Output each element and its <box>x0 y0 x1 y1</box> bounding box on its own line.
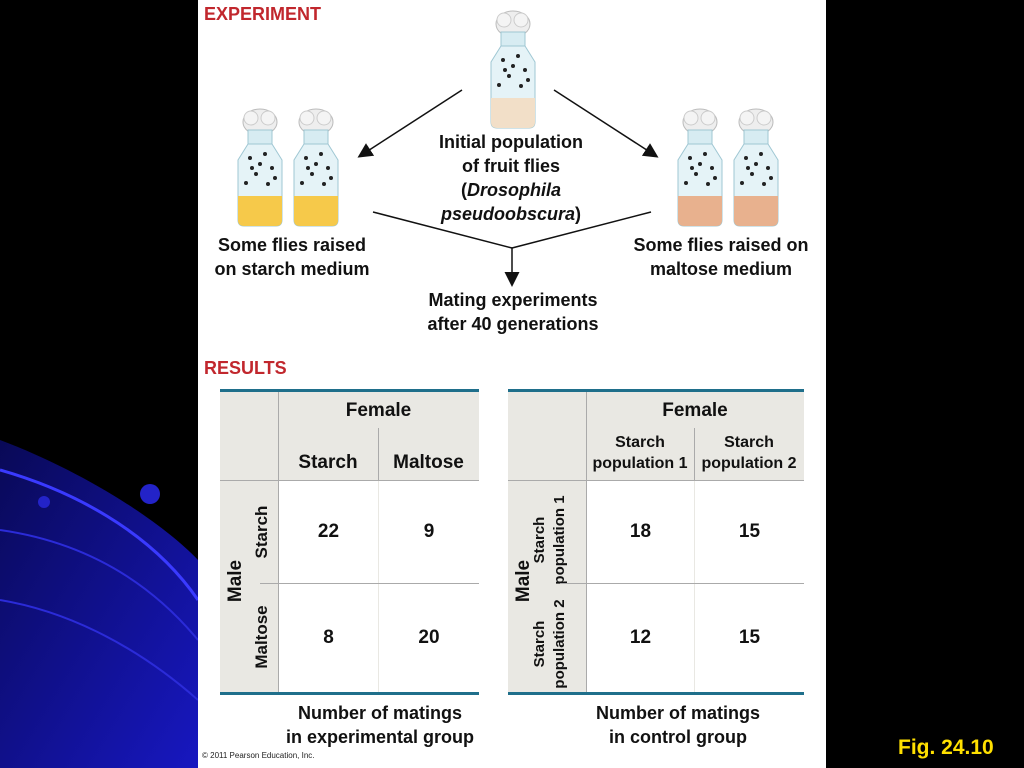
figure-panel: EXPERIMENT <box>198 0 826 768</box>
merge-line-right <box>511 211 652 249</box>
value-cell: 15 <box>695 481 804 583</box>
maltose-group-label: Some flies raised on maltose medium <box>633 235 809 279</box>
row-header-starch-pop2: Starch population 2 <box>531 599 568 689</box>
arrow-to-maltose-icon <box>553 89 659 158</box>
arrow-to-starch-icon <box>357 89 463 158</box>
experiment-diagram <box>237 10 779 287</box>
value-cell: 22 <box>279 481 378 583</box>
value-cell: 15 <box>695 584 804 692</box>
female-header: Female <box>345 400 412 421</box>
experiment-heading: EXPERIMENT <box>204 4 322 24</box>
starch-group-label: Some flies raised on starch medium <box>214 235 370 279</box>
row-header-starch: Starch <box>252 505 271 559</box>
control-matings-table: Female Starch population 1 Starch popula… <box>508 389 804 695</box>
female-header: Female <box>662 400 728 421</box>
row-header-starch-pop1: Starch population 1 <box>531 495 568 585</box>
value-cell: 12 <box>587 584 694 692</box>
copyright-notice: © 2011 Pearson Education, Inc. <box>202 751 315 760</box>
value-cell: 8 <box>279 584 378 692</box>
male-header: Male <box>225 559 246 603</box>
col-header-maltose: Maltose <box>393 452 464 473</box>
experimental-matings-table: Female Starch Maltose 22 9 8 20 Male Sta… <box>220 389 479 695</box>
control-caption: Number of matings in control group <box>595 703 760 747</box>
col-header-starch: Starch <box>298 452 358 473</box>
row-header-maltose: Maltose <box>252 605 271 669</box>
starch-bottle-1-icon <box>237 108 283 227</box>
value-cell: 20 <box>379 584 479 692</box>
merge-line-left <box>372 211 513 249</box>
mating-experiments-label: Mating experiments after 40 generations <box>427 290 599 334</box>
initial-population-label: Initial population of fruit flies (Droso… <box>439 132 583 224</box>
maltose-bottle-2-icon <box>733 108 779 227</box>
value-cell: 9 <box>379 481 479 583</box>
initial-population-bottle-icon <box>490 10 536 129</box>
col-header-starch-pop2: Starch population 2 <box>701 434 797 472</box>
results-heading: RESULTS <box>204 358 287 378</box>
col-header-starch-pop1: Starch population 1 <box>592 434 688 472</box>
starch-bottle-2-icon <box>293 108 339 227</box>
figure-number-label: Fig. 24.10 <box>898 736 994 759</box>
maltose-bottle-1-icon <box>677 108 723 227</box>
experimental-caption: Number of matings in experimental group <box>285 703 475 747</box>
value-cell: 18 <box>587 481 694 583</box>
